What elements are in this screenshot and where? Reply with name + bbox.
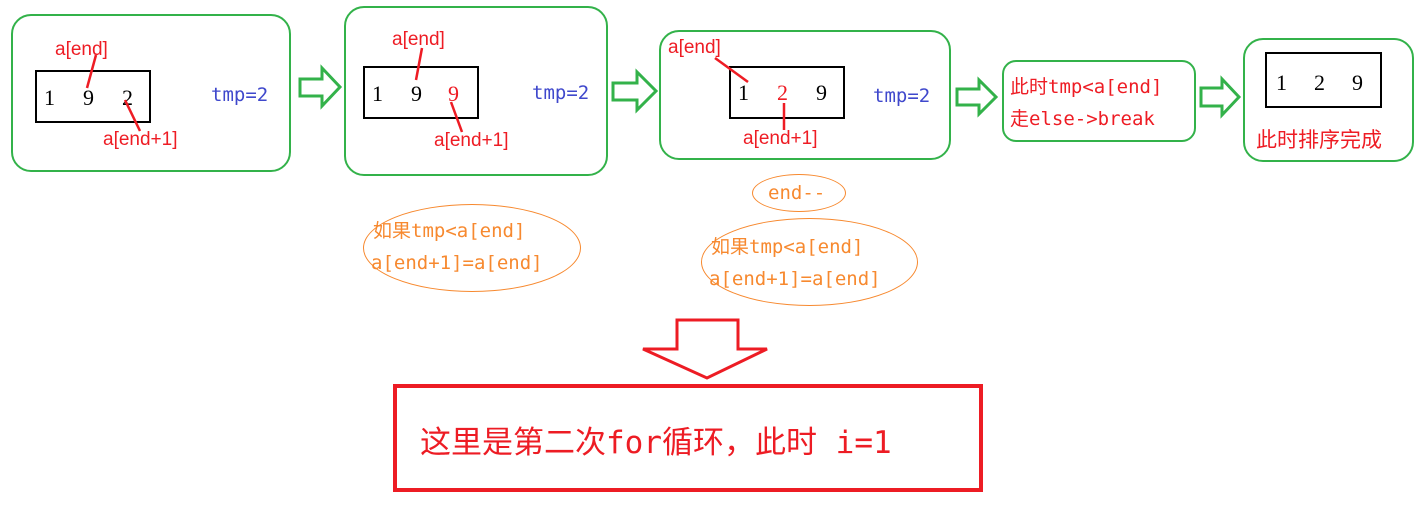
stage-1-value-0: 1: [44, 85, 55, 110]
arrow-right-2-icon: [611, 68, 659, 114]
note-1-ellipse: [363, 204, 581, 292]
stage-1-tmp: tmp=2: [211, 84, 269, 106]
pointer-stage-3-end: [714, 56, 749, 84]
stage-4-line-1: 此时tmp<a[end]: [1010, 76, 1163, 98]
note-2-line-1: 如果tmp<a[end]: [711, 236, 864, 258]
summary-text: 这里是第二次for循环，此时 i=1: [420, 425, 892, 461]
stage-1-array: [35, 70, 151, 123]
stage-2-label-end-plus-1: a[end+1]: [434, 130, 509, 151]
stage-2-value-1: 9: [411, 81, 422, 106]
stage-1-label-end-plus-1: a[end+1]: [103, 129, 178, 150]
stage-4-line-2: 走else->break: [1010, 108, 1155, 130]
stage-3-label-end-plus-1: a[end+1]: [743, 128, 818, 149]
stage-2-array: [363, 66, 479, 119]
stage-5-caption: 此时排序完成: [1256, 128, 1382, 152]
stage-3-array: [729, 66, 845, 119]
stage-2-value-0: 1: [372, 81, 383, 106]
stage-4: [1002, 60, 1196, 142]
stage-5-array: [1265, 52, 1382, 108]
stage-5-value-1: 2: [1314, 70, 1325, 95]
arrow-right-1-icon: [298, 64, 343, 110]
summary-box: [393, 384, 983, 492]
stage-3-value-0: 1: [738, 80, 749, 105]
note-1-line-2: a[end+1]=a[end]: [371, 252, 543, 274]
stage-2-value-2: 9: [448, 81, 459, 106]
stage-3-label-end: a[end]: [668, 37, 721, 58]
pointer-stage-1-end: [85, 54, 98, 89]
pointer-stage-2-end: [414, 47, 424, 81]
note-2-ellipse: [701, 218, 918, 306]
arrow-right-4-icon: [1199, 75, 1242, 119]
stage-3-value-2: 9: [816, 80, 827, 105]
arrow-down-icon: [642, 318, 768, 380]
stage-3-tmp: tmp=2: [873, 85, 931, 107]
stage-2-label-end: a[end]: [392, 29, 445, 50]
stage-5-value-2: 9: [1352, 70, 1363, 95]
pointer-stage-2-end-plus-1: [449, 101, 464, 133]
stage-1-value-2: 2: [122, 85, 133, 110]
note-1-line-1: 如果tmp<a[end]: [373, 220, 526, 242]
note-decrement: end--: [768, 182, 826, 204]
stage-1-label-end: a[end]: [55, 39, 108, 60]
stage-1-value-1: 9: [83, 85, 94, 110]
pointer-stage-1-end-plus-1: [123, 99, 142, 132]
stage-5-value-0: 1: [1276, 70, 1287, 95]
stage-2-tmp: tmp=2: [532, 82, 590, 104]
stage-3-value-1: 2: [777, 80, 788, 105]
note-2-line-2: a[end+1]=a[end]: [709, 268, 881, 290]
note-decrement-ellipse: [752, 174, 846, 212]
arrow-right-3-icon: [955, 76, 999, 118]
